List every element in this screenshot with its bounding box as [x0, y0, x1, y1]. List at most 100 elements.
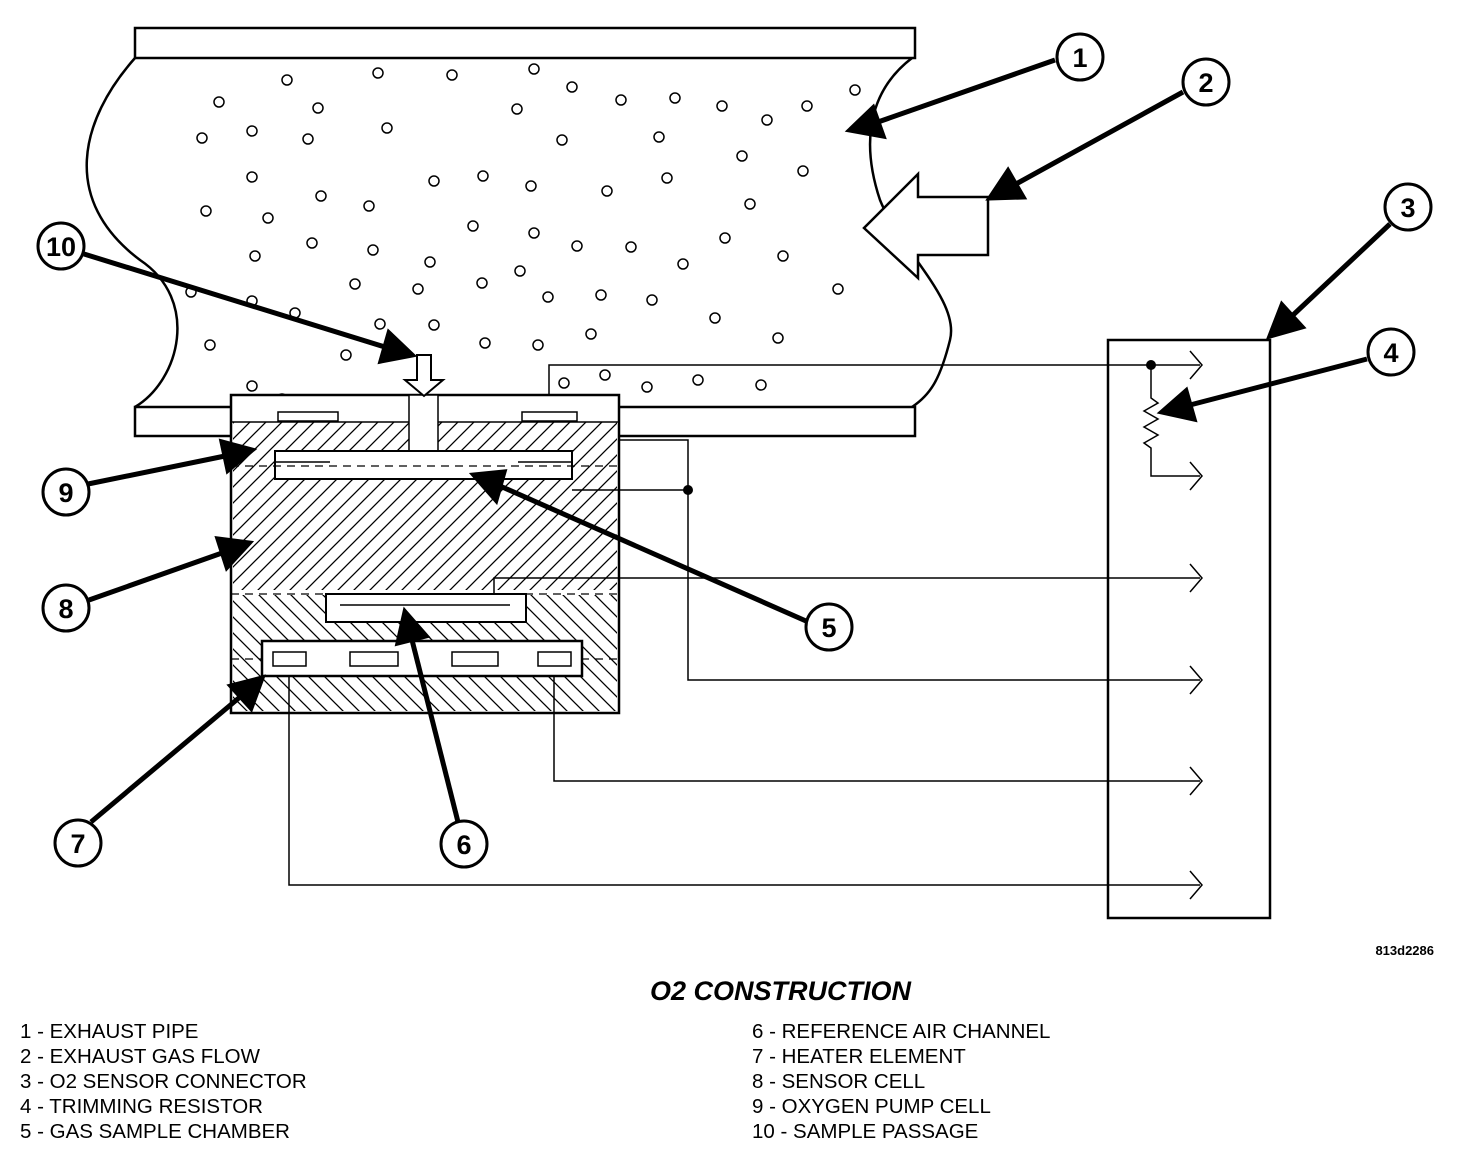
o2-sensor-diagram: 1 2 3 4 5 6 7 8 9 10 813d2286 [36, 26, 1434, 958]
gas-particle [777, 250, 789, 262]
callout-7: 7 [53, 818, 103, 868]
gas-particle [446, 69, 458, 81]
gas-particle [542, 291, 554, 303]
gas-particle [281, 74, 293, 86]
gas-particle [532, 339, 544, 351]
gas-particle [528, 227, 540, 239]
gas-particle [641, 381, 653, 393]
gas-particle [599, 369, 611, 381]
connector-pin-chevrons [1189, 350, 1203, 900]
gas-particle [476, 277, 488, 289]
legend-item: 6 - REFERENCE AIR CHANNEL [752, 1020, 1051, 1043]
gas-particle [709, 312, 721, 324]
exhaust-gas-flow-arrow [862, 170, 990, 281]
gas-particle [381, 122, 393, 134]
gas-particle [340, 349, 352, 361]
gas-particle [525, 180, 537, 192]
gas-particle [801, 100, 813, 112]
legend-item: 3 - O2 SENSOR CONNECTOR [20, 1070, 307, 1093]
gas-particle [615, 94, 627, 106]
reference-air-channel [325, 593, 527, 623]
gas-particle [412, 283, 424, 295]
gas-particle [558, 377, 570, 389]
gas-particle [514, 265, 526, 277]
legend-item: 7 - HEATER ELEMENT [752, 1045, 966, 1068]
legend-item: 9 - OXYGEN PUMP CELL [752, 1095, 991, 1118]
gas-particle [772, 332, 784, 344]
heater-element [260, 639, 584, 678]
gas-particle [467, 220, 479, 232]
gas-particle [424, 256, 436, 268]
gas-particle [204, 339, 216, 351]
gas-particle [428, 175, 440, 187]
svg-text:7: 7 [70, 829, 85, 859]
legend-left: 1 - EXHAUST PIPE 2 - EXHAUST GAS FLOW 3 … [20, 1019, 307, 1144]
svg-text:6: 6 [456, 830, 471, 860]
gas-particle [719, 232, 731, 244]
gas-particle [595, 289, 607, 301]
svg-text:4: 4 [1383, 338, 1398, 368]
svg-text:10: 10 [46, 232, 76, 262]
svg-text:9: 9 [58, 478, 73, 508]
exhaust-pipe [85, 26, 953, 438]
callout-5: 5 [804, 602, 854, 652]
callout-4: 4 [1366, 327, 1416, 377]
legend-item: 8 - SENSOR CELL [752, 1070, 926, 1093]
gas-particle [249, 250, 261, 262]
trimming-resistor [1142, 365, 1200, 477]
gas-particle [755, 379, 767, 391]
legend-item: 10 - SAMPLE PASSAGE [752, 1120, 979, 1143]
gas-particle [367, 244, 379, 256]
legend-item: 4 - TRIMMING RESISTOR [20, 1095, 263, 1118]
gas-particle [511, 103, 523, 115]
gas-particle [213, 96, 225, 108]
gas-particle [849, 84, 861, 96]
gas-particle [744, 198, 756, 210]
legend-item: 1 - EXHAUST PIPE [20, 1020, 199, 1043]
gas-particle [677, 258, 689, 270]
gas-particle [363, 200, 375, 212]
gas-particle [661, 172, 673, 184]
callout-1: 1 [1055, 32, 1105, 82]
gas-particle [374, 318, 386, 330]
gas-particle [477, 170, 489, 182]
gas-particle [306, 237, 318, 249]
callout-9: 9 [41, 467, 91, 517]
legend-item: 2 - EXHAUST GAS FLOW [20, 1045, 260, 1068]
gas-particle [312, 102, 324, 114]
gas-particle [246, 125, 258, 137]
gas-particle [262, 212, 274, 224]
gas-particle [479, 337, 491, 349]
svg-text:8: 8 [58, 594, 73, 624]
callout-10: 10 [36, 221, 86, 271]
legend-right: 6 - REFERENCE AIR CHANNEL 7 - HEATER ELE… [752, 1019, 1050, 1144]
gas-particle [761, 114, 773, 126]
gas-particle [200, 205, 212, 217]
callout-6: 6 [439, 819, 489, 869]
gas-particle [669, 92, 681, 104]
svg-text:3: 3 [1400, 193, 1415, 223]
gas-particle [716, 100, 728, 112]
o2-sensor-connector [1106, 338, 1272, 920]
gas-particle [653, 131, 665, 143]
gas-particle [566, 81, 578, 93]
figure-caption: O2 CONSTRUCTION [650, 976, 912, 1006]
gas-particle [832, 283, 844, 295]
figure-id: 813d2286 [1375, 943, 1434, 958]
callout-8: 8 [41, 583, 91, 633]
gas-particle [372, 67, 384, 79]
gas-particle [556, 134, 568, 146]
gas-particle [246, 171, 258, 183]
callout-2: 2 [1181, 57, 1231, 107]
gas-particle [428, 319, 440, 331]
gas-particle [315, 190, 327, 202]
gas-particle [625, 241, 637, 253]
gas-particle [692, 374, 704, 386]
gas-particle [585, 328, 597, 340]
gas-particle [528, 63, 540, 75]
svg-text:1: 1 [1072, 43, 1087, 73]
gas-particle [736, 150, 748, 162]
svg-text:5: 5 [821, 613, 836, 643]
connector-wiring [288, 364, 1200, 886]
gas-particle [797, 165, 809, 177]
